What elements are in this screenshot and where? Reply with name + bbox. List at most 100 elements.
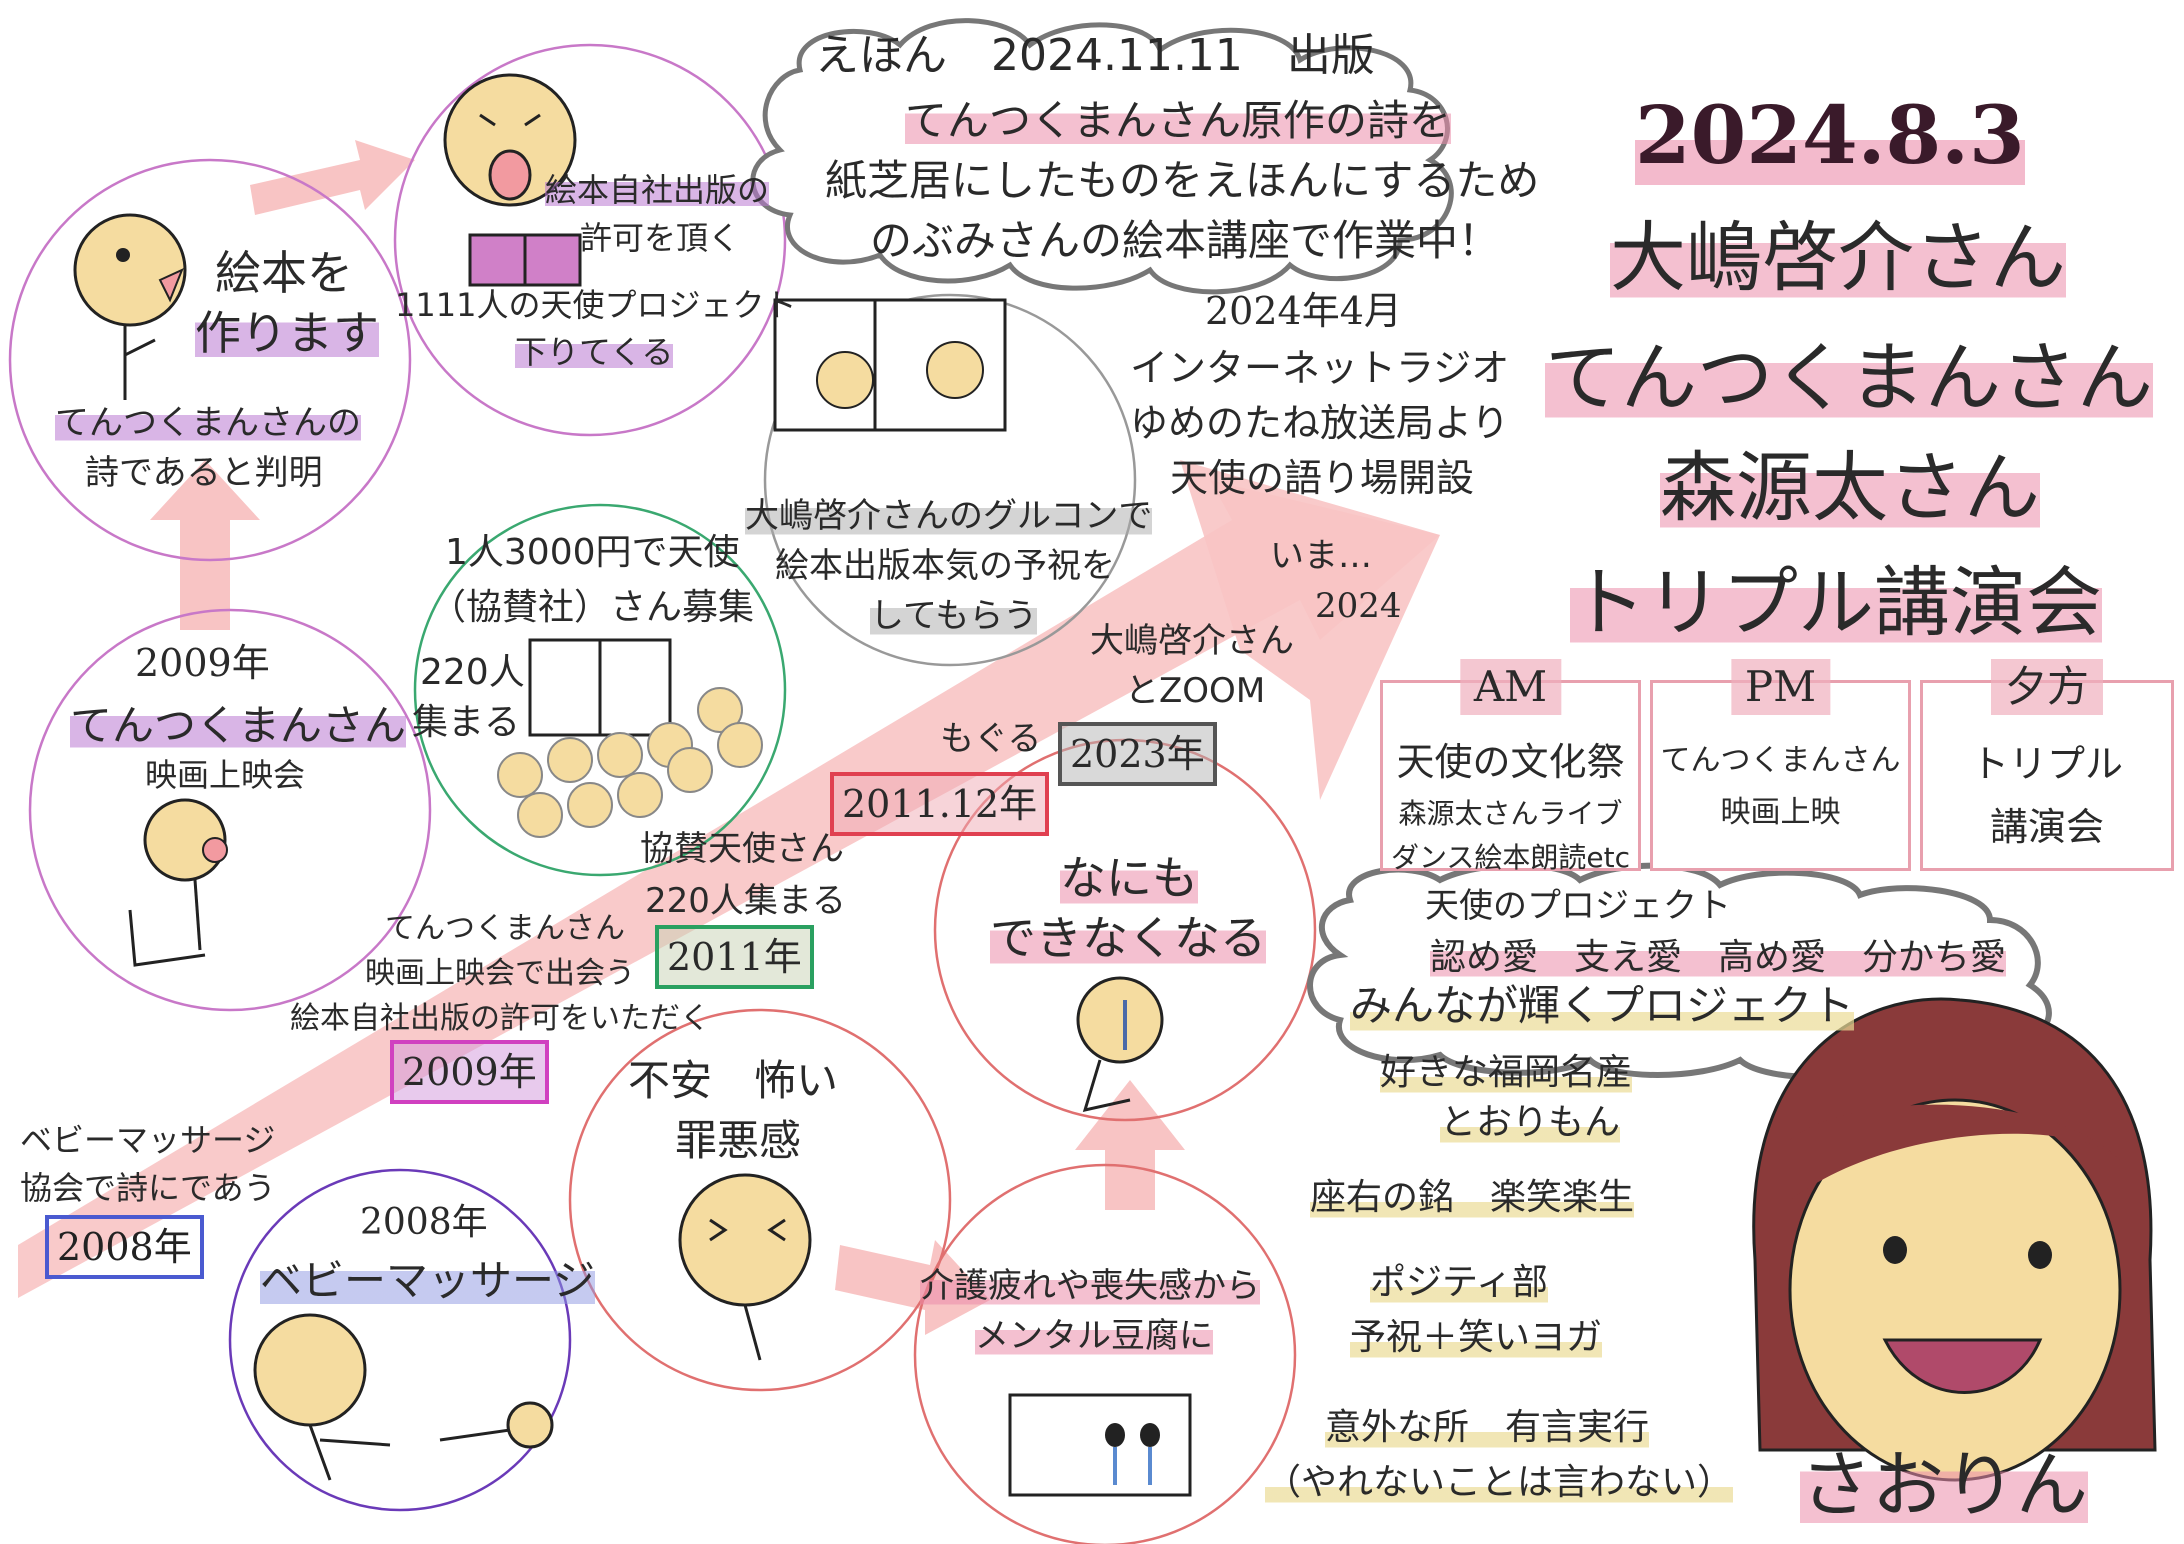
- label-sponsor2: 220人集まる: [645, 881, 846, 921]
- arrow-right-middle: [835, 1240, 990, 1335]
- movie2009-line1: てんつくまんさん: [70, 700, 407, 753]
- permission-line2: 許可を頂く: [580, 219, 741, 257]
- profile-motto: 座右の銘 楽笑楽生: [1310, 1175, 1635, 1220]
- nothing-line1: なにも: [1060, 850, 1198, 908]
- permission-line3: 1111人の天使プロジェクト: [395, 286, 797, 324]
- event-date: 2024.8.3: [1635, 85, 2025, 185]
- make-book-note1: てんつくまんさんの: [55, 402, 361, 445]
- portrait-icon: [1752, 997, 2157, 1482]
- reading-figure-icon: [443, 73, 582, 287]
- make-book-line1: 絵本を: [215, 246, 353, 300]
- project-title: 天使のプロジェクト: [1425, 886, 1731, 926]
- arrow-up-left: [150, 460, 260, 630]
- circle-permission: [393, 43, 787, 437]
- project-tagline: みんなが輝くプロジェクト: [1350, 980, 1855, 1033]
- project-loves: 認め愛 支え愛 高め愛 分かち愛: [1430, 935, 2007, 980]
- sitting-figure-icon: [128, 798, 228, 967]
- angels-line1: 1人3000円で天使: [445, 532, 740, 573]
- book-cloud-line2: てんつくまんさん原作の詩を: [905, 95, 1452, 148]
- anxiety-line2: 罪悪感: [675, 1116, 802, 1165]
- radio-line2: ゆめのたね放送局より: [1130, 401, 1510, 445]
- schedule-am-line2: ダンス絵本朗読etc: [1390, 841, 1631, 874]
- label-meet1: てんつくまんさん: [385, 911, 625, 946]
- speaker-mori: 森源太さん: [1660, 440, 2040, 535]
- baby2008-year: 2008年: [360, 1202, 488, 1243]
- label-ima: いま…: [1270, 536, 1372, 576]
- schedule-evening-title: トリプル: [1970, 742, 2123, 786]
- radio-line3: 天使の語り場開設: [1170, 456, 1475, 500]
- arrow-right-top: [250, 140, 415, 215]
- mental-line2: メンタル豆腐に: [975, 1315, 1213, 1358]
- book-cloud-line1: えほん 2024.11.11 出版: [815, 30, 1375, 81]
- grucon-line2: 絵本出版本気の予祝を: [775, 546, 1115, 586]
- book-cloud-line4: のぶみさんの絵本講座で作業中！: [870, 216, 1501, 265]
- permission-line1: 絵本自社出版の: [545, 170, 770, 210]
- circle-angels: [413, 503, 787, 877]
- radio-line1: インターネットラジオ: [1130, 346, 1510, 390]
- schedule-am-line1: 森源太さんライブ: [1398, 797, 1623, 830]
- arrow-up-right: [1075, 1080, 1185, 1210]
- crying-figure-icon: [1076, 976, 1164, 1113]
- year-2023-box: 2023年: [1058, 722, 1217, 786]
- schedule-evening-tab: 夕方: [1990, 659, 2104, 715]
- mental-line1: 介護疲れや喪失感から: [920, 1265, 1260, 1308]
- circle-baby2008: [228, 1168, 572, 1512]
- label-zoom1: 大嶋啓介さん: [1090, 621, 1294, 661]
- grucon-line1: 大嶋啓介さんのグルコンで: [745, 495, 1153, 538]
- year-2011-box: 2011年: [655, 925, 814, 989]
- label-meet2: 映画上映会で出会う: [365, 956, 635, 991]
- profile-unexpected2: （やれないことは言わない）: [1265, 1460, 1734, 1505]
- profile-unexpected1: 意外な所 有言実行: [1325, 1405, 1650, 1450]
- schedule-pm-line1: 映画上映: [1720, 795, 1841, 830]
- circle-grucon: [763, 293, 1137, 667]
- speaker-tentsukuman: てんつくまんさん: [1545, 330, 2153, 425]
- schedule-evening: 夕方 トリプル 講演会: [1920, 659, 2174, 871]
- circle-make-book: [8, 158, 412, 562]
- label-mogu: もぐる: [940, 719, 1042, 759]
- radio-date: 2024年4月: [1205, 289, 1402, 333]
- profile-club1: ポジティ部: [1370, 1260, 1548, 1305]
- schedule-pm: PM てんつくまんさん 映画上映: [1650, 659, 1911, 871]
- schedule-pm-title: てんつくまんさん: [1660, 743, 1901, 778]
- angels-count2: 集まる: [412, 702, 521, 743]
- anxiety-line1: 不安 怖い: [628, 1056, 839, 1105]
- year-201112-box: 2011.12年: [830, 772, 1050, 836]
- make-book-line2: 作ります: [195, 305, 379, 363]
- permission-line4: 下りてくる: [515, 332, 674, 372]
- movie2009-line2: 映画上映会: [145, 756, 306, 794]
- angels-line2: （協賛社）さん募集: [430, 587, 755, 628]
- schedule-am: AM 天使の文化祭 森源太さんライブ ダンス絵本朗読etc: [1380, 659, 1641, 874]
- schedule-evening-line1: 講演会: [1989, 805, 2104, 849]
- baby2008-line1: ベビーマッサージ: [260, 1255, 596, 1308]
- angels-count1: 220人: [420, 652, 525, 693]
- circle-movie2009: [28, 608, 432, 1012]
- make-book-note2: 詩であると判明: [85, 453, 323, 493]
- schedule-am-title: 天使の文化祭: [1396, 740, 1625, 784]
- label-2024: 2024: [1315, 586, 1402, 626]
- label-baby2: 協会で詩にであう: [20, 1169, 276, 1207]
- schedule-pm-tab: PM: [1730, 659, 1831, 715]
- schedule-am-tab: AM: [1459, 659, 1562, 715]
- smiling-figure-icon: [73, 213, 187, 400]
- profile-fav1: 好きな福岡名産: [1380, 1050, 1633, 1095]
- label-meet3: 絵本自社出版の許可をいただく: [290, 1001, 710, 1036]
- label-baby1: ベビーマッサージ: [20, 1121, 276, 1159]
- book-cloud-line3: 紙芝居にしたものをえほんにするため: [825, 156, 1540, 205]
- profile-club2: 予祝＋笑いヨガ: [1350, 1315, 1603, 1360]
- anxious-face-icon: [678, 1173, 812, 1361]
- kamishibai-icon: [773, 298, 1007, 432]
- speaker-oshima: 大嶋啓介さん: [1610, 210, 2066, 305]
- angels-crowd-icon: [497, 638, 763, 838]
- grucon-line3: してもらう: [870, 595, 1038, 638]
- label-sponsor1: 協賛天使さん: [640, 829, 844, 869]
- label-zoom2: とZOOM: [1125, 671, 1266, 711]
- profile-fav2: とおりもん: [1440, 1100, 1621, 1145]
- movie2009-year: 2009年: [135, 641, 270, 685]
- circle-anxiety: [568, 1008, 952, 1392]
- timeline-arrow: [18, 460, 1440, 1298]
- event-title: トリプル講演会: [1570, 555, 2102, 650]
- profile-name: さおりん: [1800, 1440, 2089, 1530]
- year-2008-box: 2008年: [45, 1215, 204, 1279]
- year-2009-box: 2009年: [390, 1040, 549, 1104]
- circle-mental: [913, 1163, 1297, 1544]
